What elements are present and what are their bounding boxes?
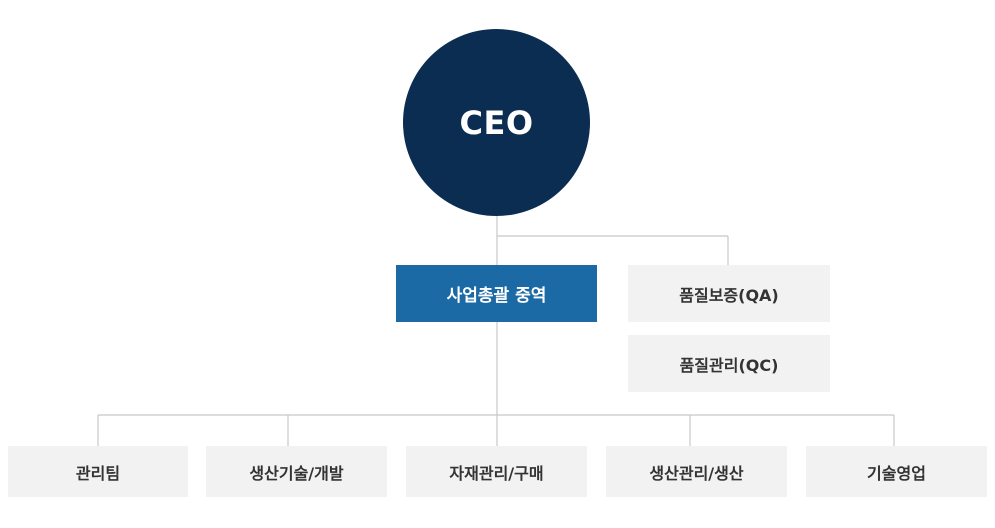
team-box-production-management: 생산관리/생산 [606,446,787,497]
team-box-technical-sales: 기술영업 [806,446,987,497]
team-box-admin: 관리팀 [8,446,188,497]
main-division-box: 사업총괄 중역 [396,265,597,322]
team-box-production-tech: 생산기술/개발 [206,446,387,497]
ceo-node: CEO [403,29,590,216]
team-box-materials-purchasing: 자재관리/구매 [406,446,587,497]
qa-box: 품질보증(QA) [628,265,830,322]
qc-box: 품질관리(QC) [628,335,830,392]
